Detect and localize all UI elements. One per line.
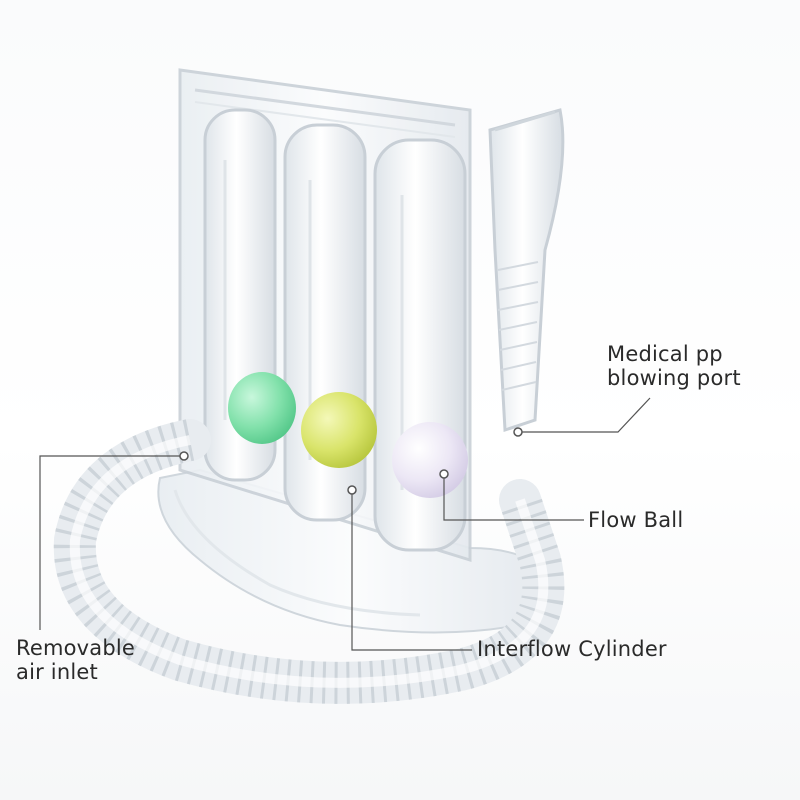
label-medical-line1: Medical pp: [607, 342, 723, 366]
blowing-port: [488, 108, 565, 433]
green-ball: [228, 372, 296, 444]
lavender-ball: [392, 422, 468, 498]
label-flow-ball: Flow Ball: [588, 508, 684, 532]
label-medical-line2: blowing port: [607, 366, 741, 390]
label-removable-line1: Removable: [16, 636, 136, 660]
leader-dots: [179, 427, 523, 495]
label-medical-blowing-port: Medical pp blowing port: [607, 342, 741, 390]
corrugated-hose: [53, 419, 565, 704]
label-removable-line2: air inlet: [16, 660, 98, 684]
label-removable-air-inlet: Removable air inlet: [16, 636, 135, 684]
label-interflow-cylinder: Interflow Cylinder: [477, 637, 667, 661]
leader-removable-inlet: [39, 455, 184, 630]
leader-medical-port: [518, 397, 651, 433]
leader-flow-ball: [443, 474, 584, 521]
flow-balls: [228, 372, 468, 498]
yellow-ball: [301, 392, 377, 468]
leader-lines: [39, 397, 651, 651]
leader-interflow-cylinder: [351, 490, 472, 651]
